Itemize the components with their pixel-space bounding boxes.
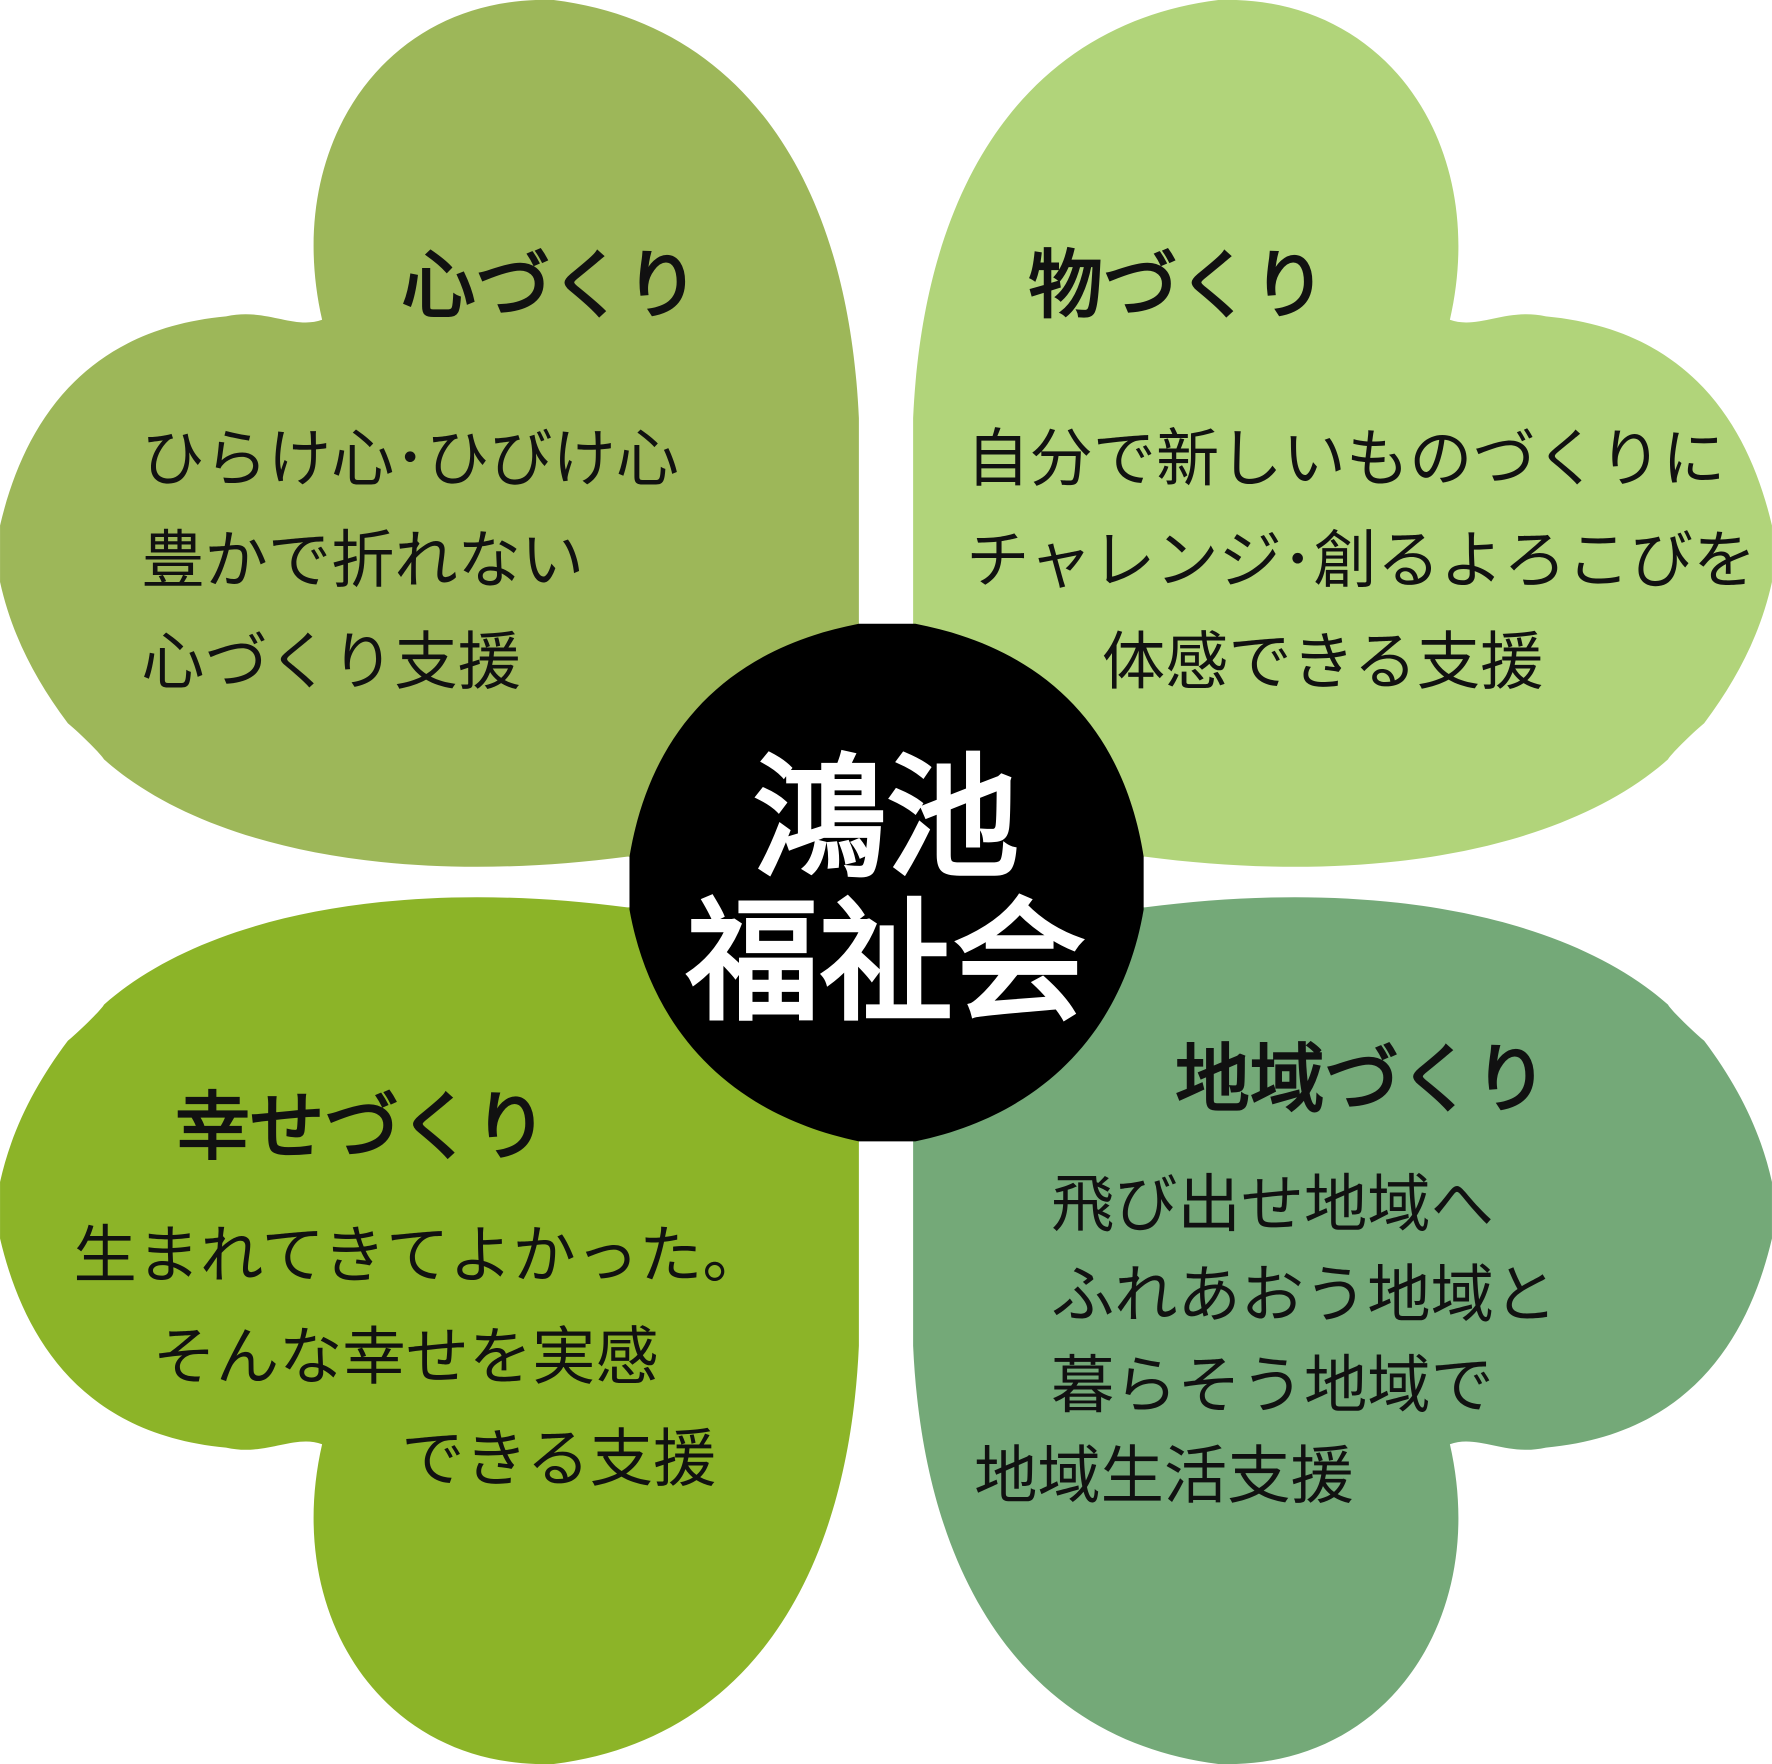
center-name-line2: 福祉会 (685, 885, 1086, 1040)
petal-text: 豊かで折れない (141, 523, 584, 597)
petal-title-shiawase: 幸せづくり (175, 1084, 548, 1171)
petal-text: 生まれてきてよかった。 (73, 1218, 765, 1292)
petal-text: そんな幸せを実感 (153, 1320, 659, 1394)
petal-text: 心づくり支援 (141, 625, 521, 699)
petal-title-kokoro: 心づくり (401, 242, 699, 329)
petal-text: チャレンジ･創るよろこびを (966, 523, 1756, 597)
petal-text: 自分で新しいものづくりに (966, 421, 1725, 495)
petal-text: 地域生活支援 (974, 1438, 1354, 1512)
petal-text: 暮らそう地域で (1051, 1348, 1494, 1422)
petal-text: ふれあおう地域と (1051, 1258, 1557, 1332)
center-name-line1: 鴻池 (753, 741, 1020, 896)
petal-text: ひらけ心･ひびけ心 (141, 421, 679, 495)
petal-text: 飛び出せ地域へ (1051, 1167, 1494, 1241)
petal-title-chiiki: 地域づくり (1175, 1036, 1548, 1123)
petal-text: できる支援 (401, 1421, 716, 1495)
petal-title-mono: 物づくり (1028, 242, 1326, 329)
petal-text: 体感できる支援 (1102, 625, 1544, 699)
center-circle (629, 623, 1144, 1142)
